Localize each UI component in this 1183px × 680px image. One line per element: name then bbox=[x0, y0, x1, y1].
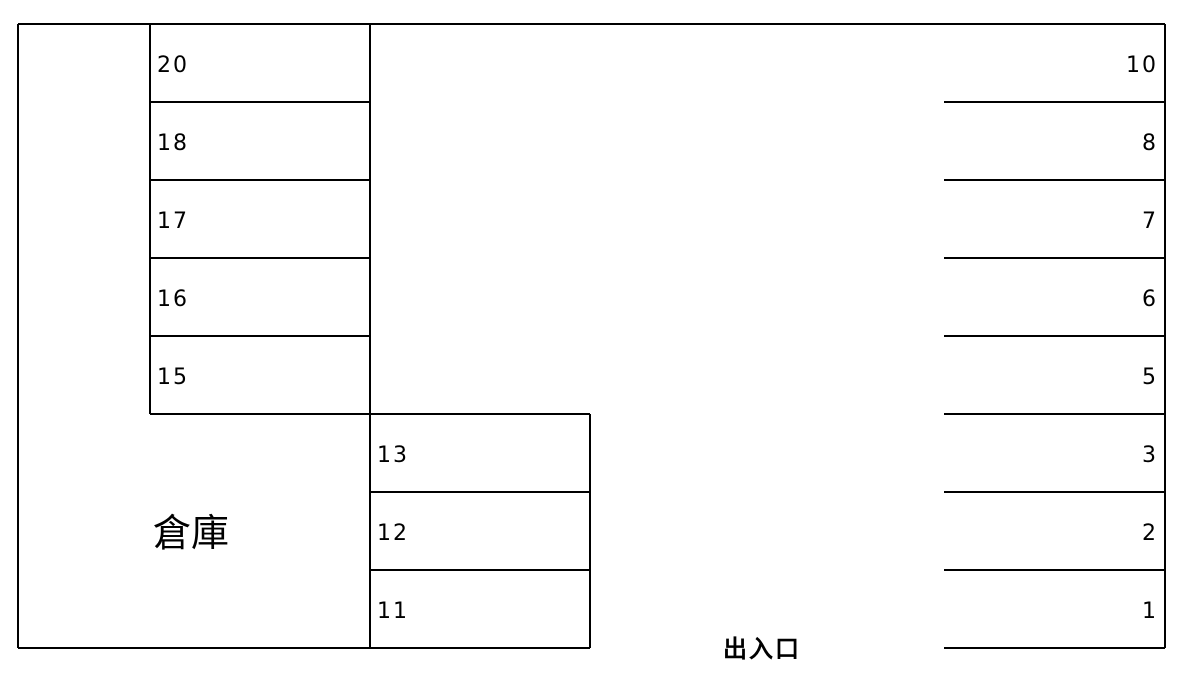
right-space-block bbox=[944, 101, 1165, 571]
left-space-block bbox=[149, 24, 590, 415]
space-label-12: 12 bbox=[377, 521, 409, 546]
space-label-18: 18 bbox=[157, 131, 189, 156]
space-label-5: 5 bbox=[1142, 365, 1158, 390]
space-label-11: 11 bbox=[377, 599, 409, 624]
entrance-label: 出入口 bbox=[723, 635, 801, 663]
space-label-8: 8 bbox=[1142, 131, 1158, 156]
space-label-13: 13 bbox=[377, 443, 409, 468]
middle-space-block bbox=[369, 414, 591, 648]
space-label-2: 2 bbox=[1142, 521, 1158, 546]
space-label-10: 10 bbox=[1126, 53, 1158, 78]
space-label-20: 20 bbox=[157, 53, 189, 78]
space-label-3: 3 bbox=[1142, 443, 1158, 468]
space-label-6: 6 bbox=[1142, 287, 1158, 312]
space-label-16: 16 bbox=[157, 287, 189, 312]
space-label-1: 1 bbox=[1142, 599, 1158, 624]
space-label-7: 7 bbox=[1142, 209, 1158, 234]
space-label-15: 15 bbox=[157, 365, 189, 390]
warehouse-label: 倉庫 bbox=[153, 511, 229, 555]
space-label-17: 17 bbox=[157, 209, 189, 234]
